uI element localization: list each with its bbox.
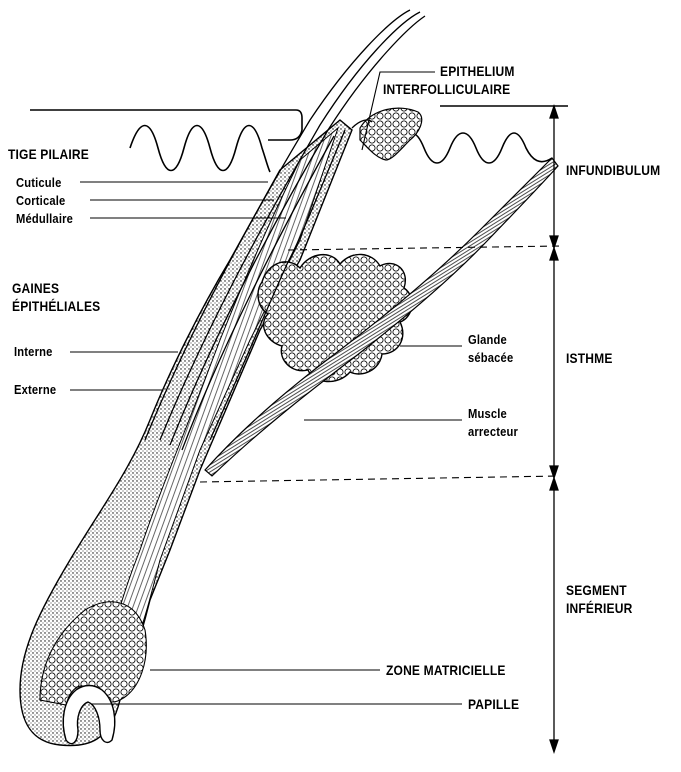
surface-wave-right [398, 133, 552, 163]
label-zone-matricielle: ZONE MATRICIELLE [386, 662, 506, 678]
region-arrows [550, 106, 558, 752]
label-interfolliculaire: INTERFOLLICULAIRE [383, 81, 510, 97]
label-epithelium: EPITHELIUM [440, 63, 515, 79]
label-isthme: ISTHME [566, 350, 613, 366]
label-glande: Glande [468, 332, 507, 347]
label-interne: Interne [14, 344, 52, 359]
label-medullaire: Médullaire [16, 211, 73, 226]
label-segment: SEGMENT [566, 582, 627, 598]
label-gaines: GAINES [12, 280, 59, 296]
label-tige-pilaire: TIGE PILAIRE [8, 146, 89, 162]
label-arrecteur: arrecteur [468, 424, 518, 439]
label-inferieur: INFÉRIEUR [566, 600, 632, 616]
infundibulum-epithelium [360, 108, 422, 160]
divider-isthme-segment [200, 476, 560, 482]
label-externe: Externe [14, 382, 56, 397]
surface-wave-left [130, 126, 270, 173]
label-infundibulum: INFUNDIBULUM [566, 162, 660, 178]
divider-infundibulum-isthme [288, 246, 560, 250]
label-muscle: Muscle [468, 406, 507, 421]
label-sebacee: sébacée [468, 350, 513, 365]
label-cuticule: Cuticule [16, 175, 61, 190]
inner-root-sheath [100, 128, 338, 690]
label-papille: PAPILLE [468, 696, 519, 712]
label-epitheliales: ÉPITHÉLIALES [12, 298, 100, 314]
label-corticale: Corticale [16, 193, 65, 208]
skin-surface [30, 106, 568, 140]
